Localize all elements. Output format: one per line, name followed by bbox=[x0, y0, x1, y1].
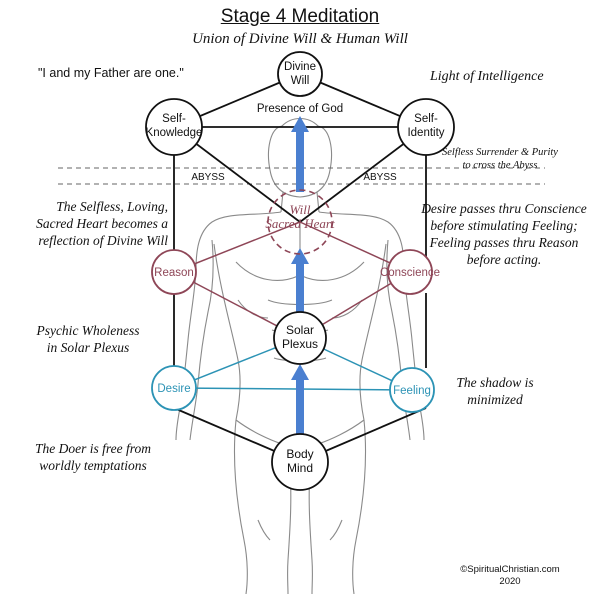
node-mind-line: Mind bbox=[287, 461, 313, 475]
sacred-heart-note: The Selfless, Loving, Sacred Heart becom… bbox=[8, 198, 168, 249]
node-conscience-label: Conscience bbox=[380, 267, 440, 279]
desire-note-line3: Feeling passes thru Reason bbox=[429, 235, 579, 250]
node-sacred-heart-line: Sacred Heart bbox=[265, 216, 335, 231]
node-self-knowledge-line2: Knowledge bbox=[146, 127, 203, 139]
node-reason: Reason bbox=[151, 249, 197, 295]
desire-note-line1: Desire passes thru Conscience bbox=[421, 201, 587, 216]
sacred-heart-note-line3: reflection of Divine Will bbox=[38, 233, 168, 248]
selfless-surrender-note: Selfless Surrender & Purity to cross the… bbox=[430, 146, 570, 172]
node-self-identity-line1: Self- bbox=[414, 113, 438, 125]
node-solar-line: Solar bbox=[286, 323, 314, 337]
node-divine-will-line2: Will bbox=[291, 75, 310, 87]
node-desire: Desire bbox=[151, 365, 197, 411]
node-self-knowledge: Self- Knowledge bbox=[145, 98, 203, 156]
doer-note-line1: The Doer is free from bbox=[35, 441, 151, 456]
node-divine-will: Divine Will bbox=[277, 51, 323, 97]
node-body-line: Body bbox=[286, 447, 313, 461]
node-divine-will-line1: Divine bbox=[284, 61, 316, 73]
doer-note: The Doer is free from worldly temptation… bbox=[18, 440, 168, 474]
abyss-right-label: ABYSS bbox=[363, 172, 397, 183]
psychic-wholeness-note: Psychic Wholeness in Solar Plexus bbox=[18, 322, 158, 356]
shadow-note-line2: minimized bbox=[467, 392, 523, 407]
sacred-heart-note-line2: Sacred Heart becomes a bbox=[36, 216, 168, 231]
page-subtitle: Union of Divine Will & Human Will bbox=[192, 31, 408, 47]
doer-note-line2: worldly temptations bbox=[39, 458, 147, 473]
desire-conscience-note: Desire passes thru Conscience before sti… bbox=[412, 200, 596, 268]
copyright-line2: 2020 bbox=[499, 576, 521, 587]
selfless-note-line1: Selfless Surrender & Purity bbox=[442, 147, 558, 158]
page-title: Stage 4 Meditation bbox=[220, 6, 380, 27]
abyss-left-label: ABYSS bbox=[191, 172, 225, 183]
copyright-line1: ©SpiritualChristian.com bbox=[460, 564, 560, 575]
desire-note-line4: before acting. bbox=[466, 252, 542, 267]
psychic-note-line1: Psychic Wholeness bbox=[36, 323, 140, 338]
shadow-note: The shadow is minimized bbox=[440, 374, 550, 408]
shadow-note-line1: The shadow is bbox=[456, 375, 534, 390]
node-reason-label: Reason bbox=[154, 267, 194, 279]
quote-text: "I and my Father are one." bbox=[38, 66, 184, 80]
copyright-text: ©SpiritualChristian.com 2020 bbox=[446, 564, 574, 588]
node-plexus-line: Plexus bbox=[282, 337, 318, 351]
presence-of-god-label: Presence of God bbox=[257, 103, 343, 115]
node-self-identity-line2: Identity bbox=[407, 127, 444, 139]
node-conscience: Conscience bbox=[380, 249, 440, 295]
node-will-sacred-heart: Will Sacred Heart bbox=[265, 189, 335, 255]
node-self-identity: Self- Identity bbox=[397, 98, 455, 156]
node-feeling: Feeling bbox=[389, 367, 435, 413]
desire-note-line2: before stimulating Feeling; bbox=[430, 218, 578, 233]
node-body-mind: Body Mind bbox=[271, 433, 329, 491]
node-self-knowledge-line1: Self- bbox=[162, 113, 186, 125]
node-solar-plexus: Solar Plexus bbox=[273, 311, 327, 365]
upward-arrows bbox=[291, 116, 309, 442]
sacred-heart-note-line1: The Selfless, Loving, bbox=[56, 199, 168, 214]
node-will-line: Will bbox=[290, 202, 311, 217]
psychic-note-line2: in Solar Plexus bbox=[46, 340, 130, 355]
selfless-note-line2: to cross the Abyss bbox=[462, 160, 538, 171]
node-desire-label: Desire bbox=[157, 383, 190, 395]
node-feeling-label: Feeling bbox=[393, 385, 431, 397]
light-of-intelligence-label: Light of Intelligence bbox=[430, 69, 544, 84]
